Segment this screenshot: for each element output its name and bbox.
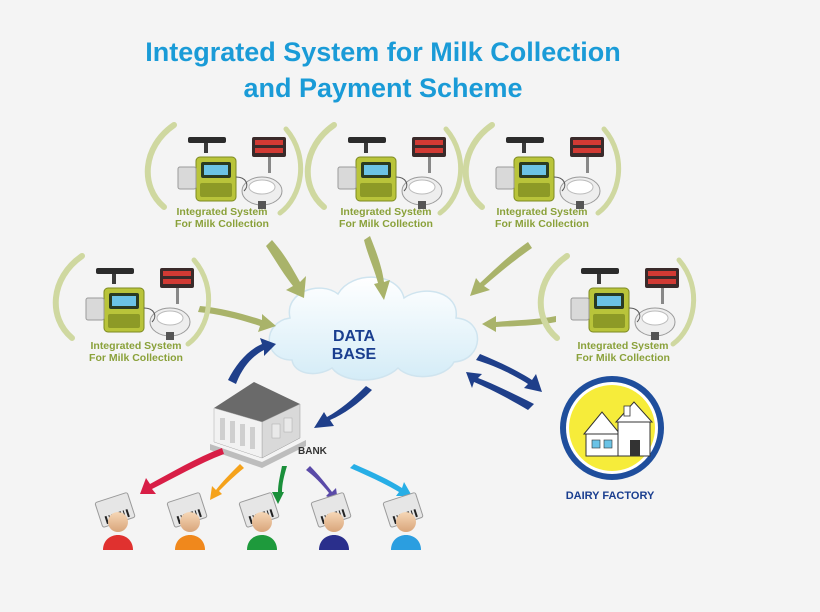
- arrow-to-farmer-3: [272, 466, 287, 504]
- station-1: [148, 125, 301, 213]
- farmer-head: [180, 512, 200, 532]
- station-label-1-line1: Integrated System: [176, 206, 268, 218]
- arrow-station-2: [364, 236, 390, 300]
- station-label-1-line2: For Milk Collection: [175, 218, 269, 230]
- farmer-body: [175, 535, 205, 550]
- station-label-5-line1: Integrated System: [577, 340, 669, 352]
- bank-label: BANK: [298, 446, 327, 457]
- page-title: Integrated System for Milk Collection an…: [0, 34, 766, 106]
- bank-building: [210, 382, 306, 468]
- station-label-1: Integrated System For Milk Collection: [147, 206, 297, 230]
- station-label-5-line2: For Milk Collection: [576, 352, 670, 364]
- farmer-head: [324, 512, 344, 532]
- farmer-body: [103, 535, 133, 550]
- farmer-head: [396, 512, 416, 532]
- dairy-factory-label: DAIRY FACTORY: [565, 490, 655, 502]
- arrow-to-farmer-1: [140, 448, 224, 494]
- station-3: [466, 125, 619, 213]
- station-label-2-line1: Integrated System: [340, 206, 432, 218]
- farmer-5: [382, 491, 424, 550]
- station-label-4-line1: Integrated System: [90, 340, 182, 352]
- arrow-station-1: [266, 240, 306, 298]
- station-4: [56, 256, 209, 344]
- station-5: [541, 256, 694, 344]
- farmer-head: [252, 512, 272, 532]
- farmer-2: [166, 491, 208, 550]
- arrow-dairy-to-database: [466, 372, 534, 410]
- station-2: [308, 125, 461, 213]
- arrow-station-4: [198, 306, 276, 332]
- farmer-4: [310, 491, 352, 550]
- arrow-station-5: [482, 316, 556, 332]
- arrow-to-farmer-5: [350, 464, 412, 496]
- station-label-5: Integrated System For Milk Collection: [548, 340, 698, 364]
- station-label-2: Integrated System For Milk Collection: [311, 206, 461, 230]
- station-label-2-line2: For Milk Collection: [339, 218, 433, 230]
- station-label-3: Integrated System For Milk Collection: [467, 206, 617, 230]
- bank-to-farmer-arrows: [140, 448, 412, 504]
- farmer-3: [238, 491, 280, 550]
- farmer-body: [319, 535, 349, 550]
- arrow-to-farmer-2: [210, 464, 244, 500]
- station-label-3-line1: Integrated System: [496, 206, 588, 218]
- farmers: [94, 491, 424, 550]
- title-line-2: and Payment Scheme: [243, 73, 523, 103]
- arrow-station-3: [470, 242, 532, 296]
- station-label-4: Integrated System For Milk Collection: [61, 340, 211, 364]
- title-line-1: Integrated System for Milk Collection: [145, 37, 621, 67]
- station-label-4-line2: For Milk Collection: [89, 352, 183, 364]
- farmer-1: [94, 491, 136, 550]
- farmer-body: [391, 535, 421, 550]
- dairy-factory-icon: [560, 376, 664, 480]
- arrow-bank-to-database: [228, 338, 276, 384]
- station-label-3-line2: For Milk Collection: [495, 218, 589, 230]
- farmer-head: [108, 512, 128, 532]
- arrow-database-to-dairy: [476, 354, 542, 392]
- arrow-database-to-bank: [314, 386, 372, 428]
- arrow-to-farmer-4: [306, 466, 338, 502]
- database-cloud: [268, 276, 479, 381]
- navy-arrows: [228, 338, 542, 428]
- farmer-body: [247, 535, 277, 550]
- database-label: DATA BASE: [331, 328, 377, 363]
- station-to-database-arrows: [198, 236, 556, 332]
